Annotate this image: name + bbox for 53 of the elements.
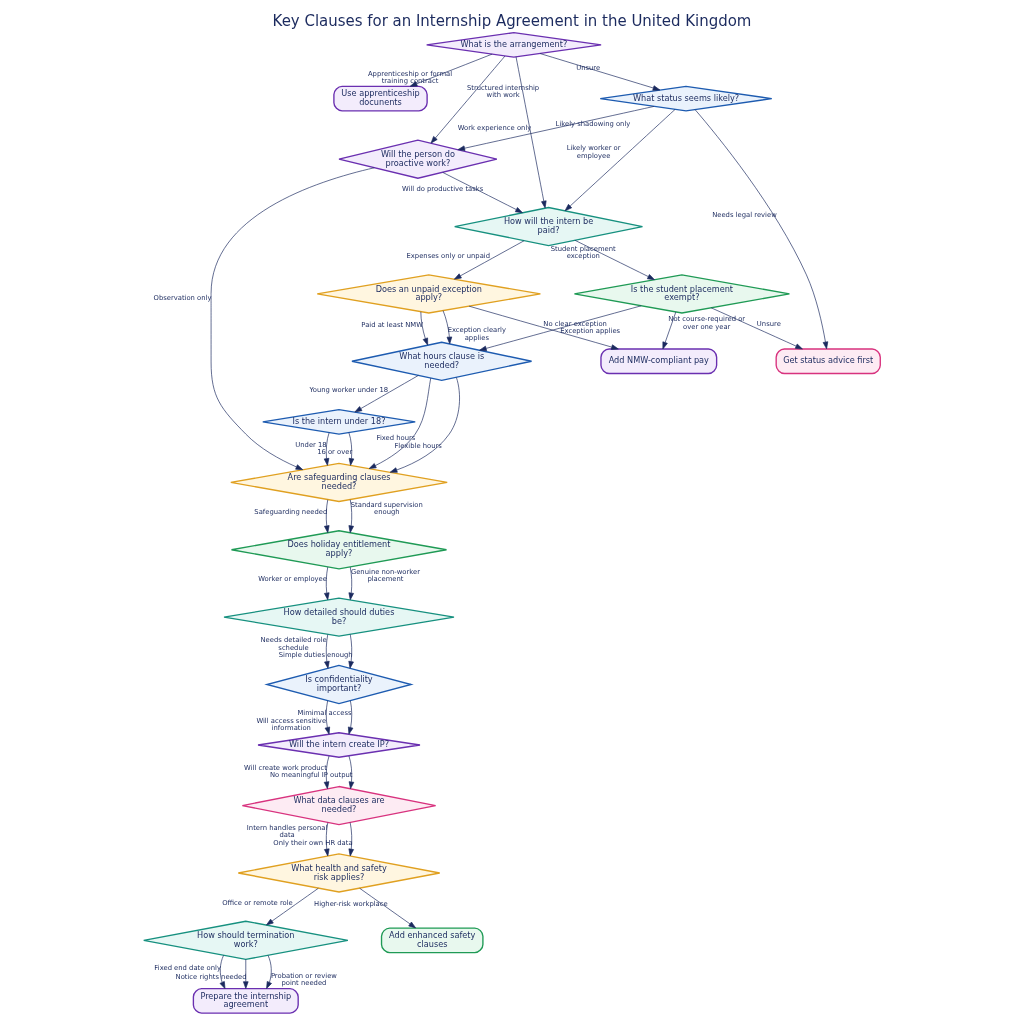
arrow [442,172,523,213]
arrow [442,310,453,345]
arrow [323,755,330,790]
arrow [323,432,330,466]
arrow [266,887,319,926]
arrow [210,167,375,470]
arrow [574,239,655,280]
arrow [479,305,642,352]
node-diamond: Will the person do proactive work? [338,139,498,179]
arrow [348,432,355,466]
arrow [368,377,432,469]
node-diamond: How detailed should duties be? [223,597,455,637]
node-diamond: Is confidentiality important? [264,664,414,705]
node-box: Add NMW-compliant pay [600,348,718,375]
node-diamond: Will the intern create IP? [257,732,421,758]
node-diamond: What data clauses are needed? [241,785,437,826]
arrow [515,56,547,209]
node-diamond: What is the arrangement? [425,31,602,58]
node-box: Prepare the internship agreement [192,987,299,1014]
arrow [454,240,525,280]
arrow [694,109,829,350]
arrow [430,55,506,144]
arrow [348,566,354,601]
arrow [324,634,330,669]
arrow [266,955,272,989]
arrow [359,887,416,929]
arrow [468,305,619,350]
arrow [348,700,354,735]
arrow [348,755,355,790]
arrow [539,53,661,91]
arrow [324,499,330,533]
arrow [409,53,493,87]
node-box: Get status advice first [775,348,881,375]
arrow [564,109,676,212]
arrow [348,499,354,533]
node-diamond: Does holiday entitlement apply? [230,530,448,570]
arrow [420,311,429,346]
node-diamond: What health and safety risk applies? [237,853,441,893]
arrow [354,375,419,413]
arrow [219,955,226,989]
node-diamond: What hours clause is needed? [351,341,533,382]
node-box: Add enhanced safety clauses [380,927,484,954]
arrow [324,822,330,857]
arrow [348,634,354,669]
diagram-title: Key Clauses for an Internship Agreement in the United Kingdom [272,11,752,30]
arrow [389,377,460,473]
node-box: Use apprenticeship docunents [333,85,428,112]
arrow [457,106,655,151]
arrow [348,822,354,857]
arrow [324,700,330,735]
arrow [662,311,677,350]
arrow [324,566,330,601]
arrow [710,307,803,350]
